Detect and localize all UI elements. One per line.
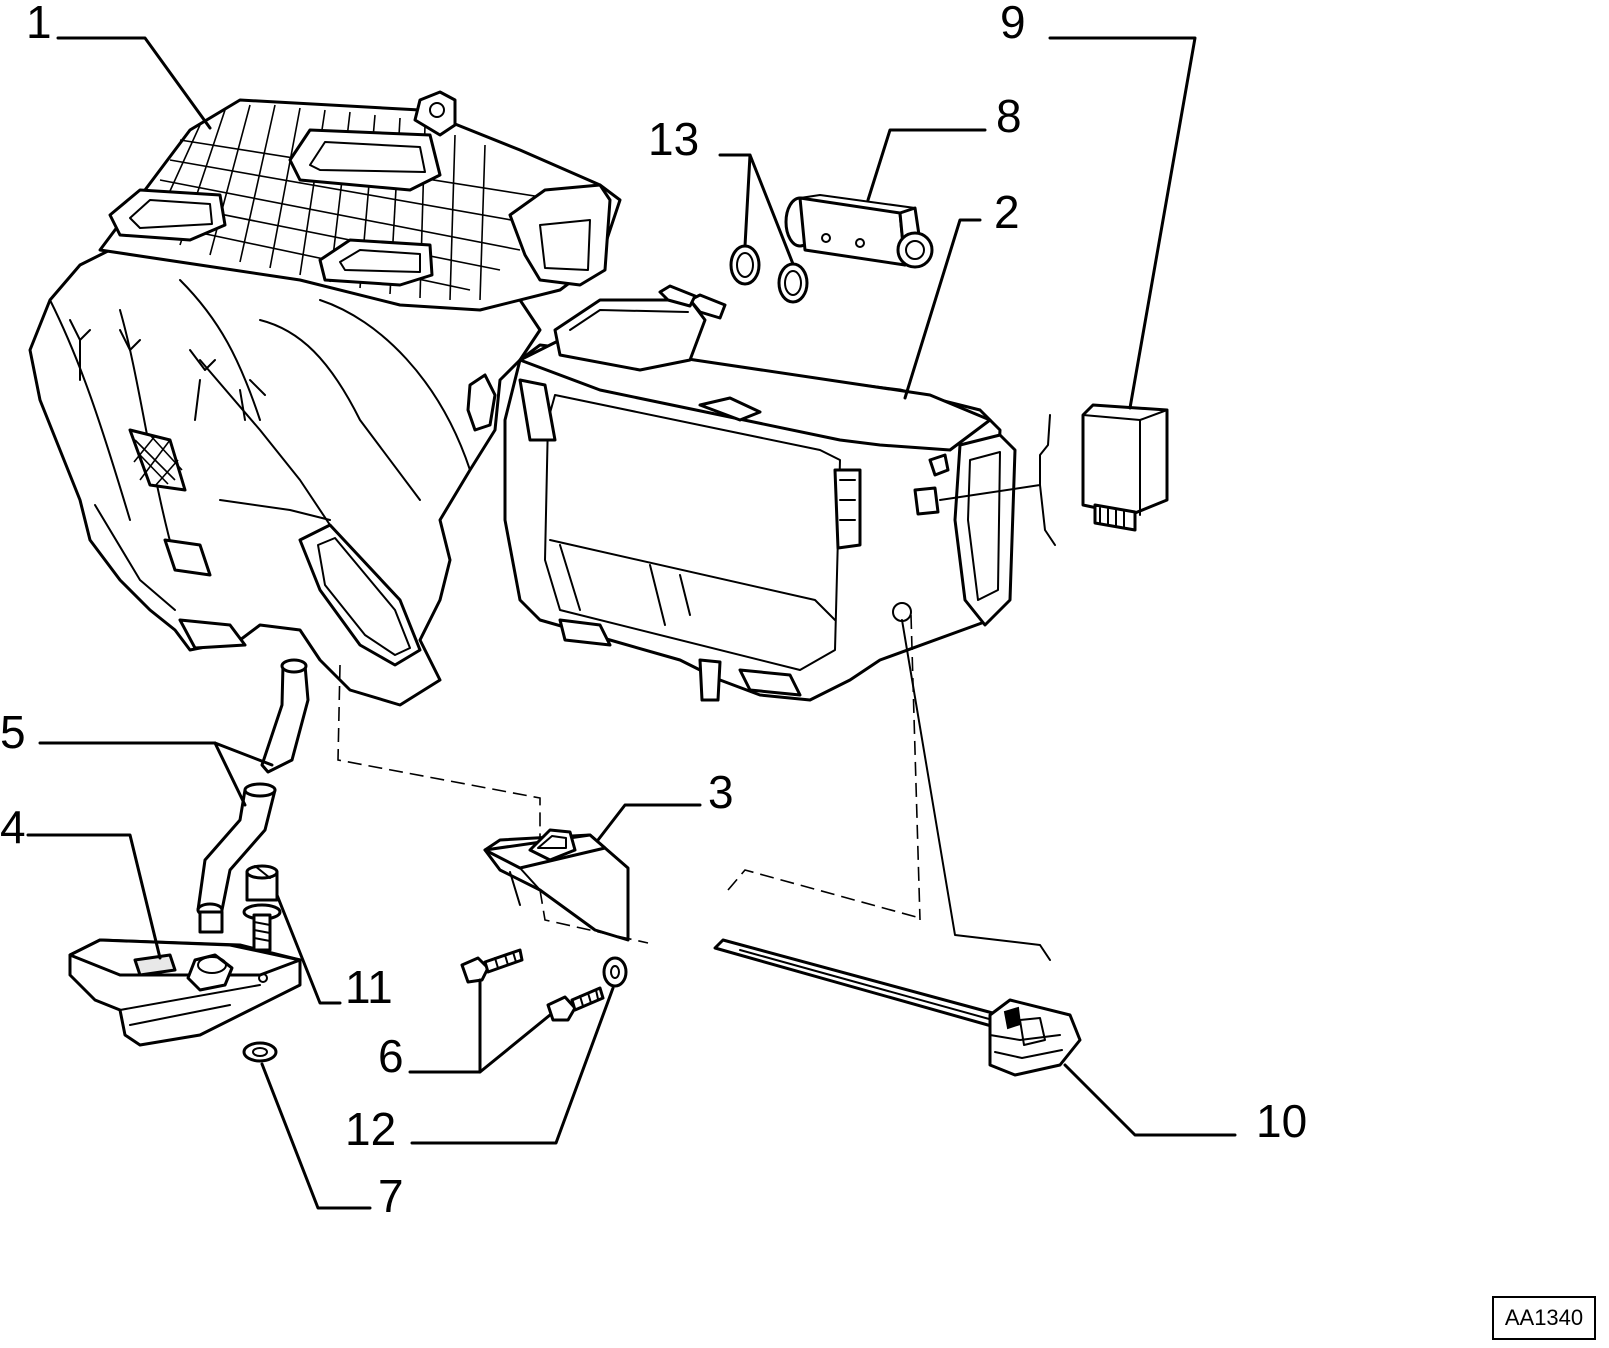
leader-12 [410,986,615,1145]
callout-1: 1 [26,0,52,48]
part-9-relay [1081,403,1169,532]
leader-13 [718,153,795,266]
callout-5: 5 [0,706,26,758]
reference-code-label: AA1340 [1492,1296,1596,1340]
callout-11: 11 [345,961,393,1013]
callout-13: 13 [648,113,699,165]
leader-6 [408,978,552,1074]
part-3-bracket [483,828,630,942]
part-4-drain-tray [68,938,302,1047]
wiring-probe-lead [901,619,1051,961]
part-5-drain-hose [196,658,310,934]
leader-lines [26,36,1237,1210]
part-12-washer [602,956,628,988]
callout-12: 12 [345,1103,396,1155]
leader-10 [1063,1063,1237,1137]
part-11-screw [242,864,282,952]
callout-4: 4 [0,801,26,853]
leader-4 [26,833,162,960]
leader-7 [260,1062,372,1210]
callout-6: 6 [378,1030,404,1082]
part-2-evaporator-unit [503,284,1017,702]
leader-3 [596,803,702,842]
callout-3: 3 [708,766,734,818]
callout-7: 7 [378,1170,404,1222]
part-7-washer [242,1041,278,1063]
leader-9 [1048,36,1197,410]
part-1-heater-housing [28,90,622,707]
part-6-bolts [460,948,605,1022]
part-10-thermostat-probe [713,938,1082,1077]
callout-labels: 1 2 3 4 5 6 7 8 9 10 11 12 13 [0,0,1307,1222]
callout-10: 10 [1256,1095,1307,1147]
assembly-guide-lines [337,614,921,944]
leader-2 [903,218,982,400]
leader-8 [866,128,987,202]
leader-1 [56,36,212,130]
callout-8: 8 [996,90,1022,142]
leader-5 [38,741,274,807]
wiring-sensor-lead [939,414,1056,546]
part-8-expansion-valve [784,194,934,269]
callout-9: 9 [1000,0,1026,48]
callout-2: 2 [994,186,1020,238]
part-13-o-rings [729,244,809,304]
leader-11 [275,893,342,1005]
